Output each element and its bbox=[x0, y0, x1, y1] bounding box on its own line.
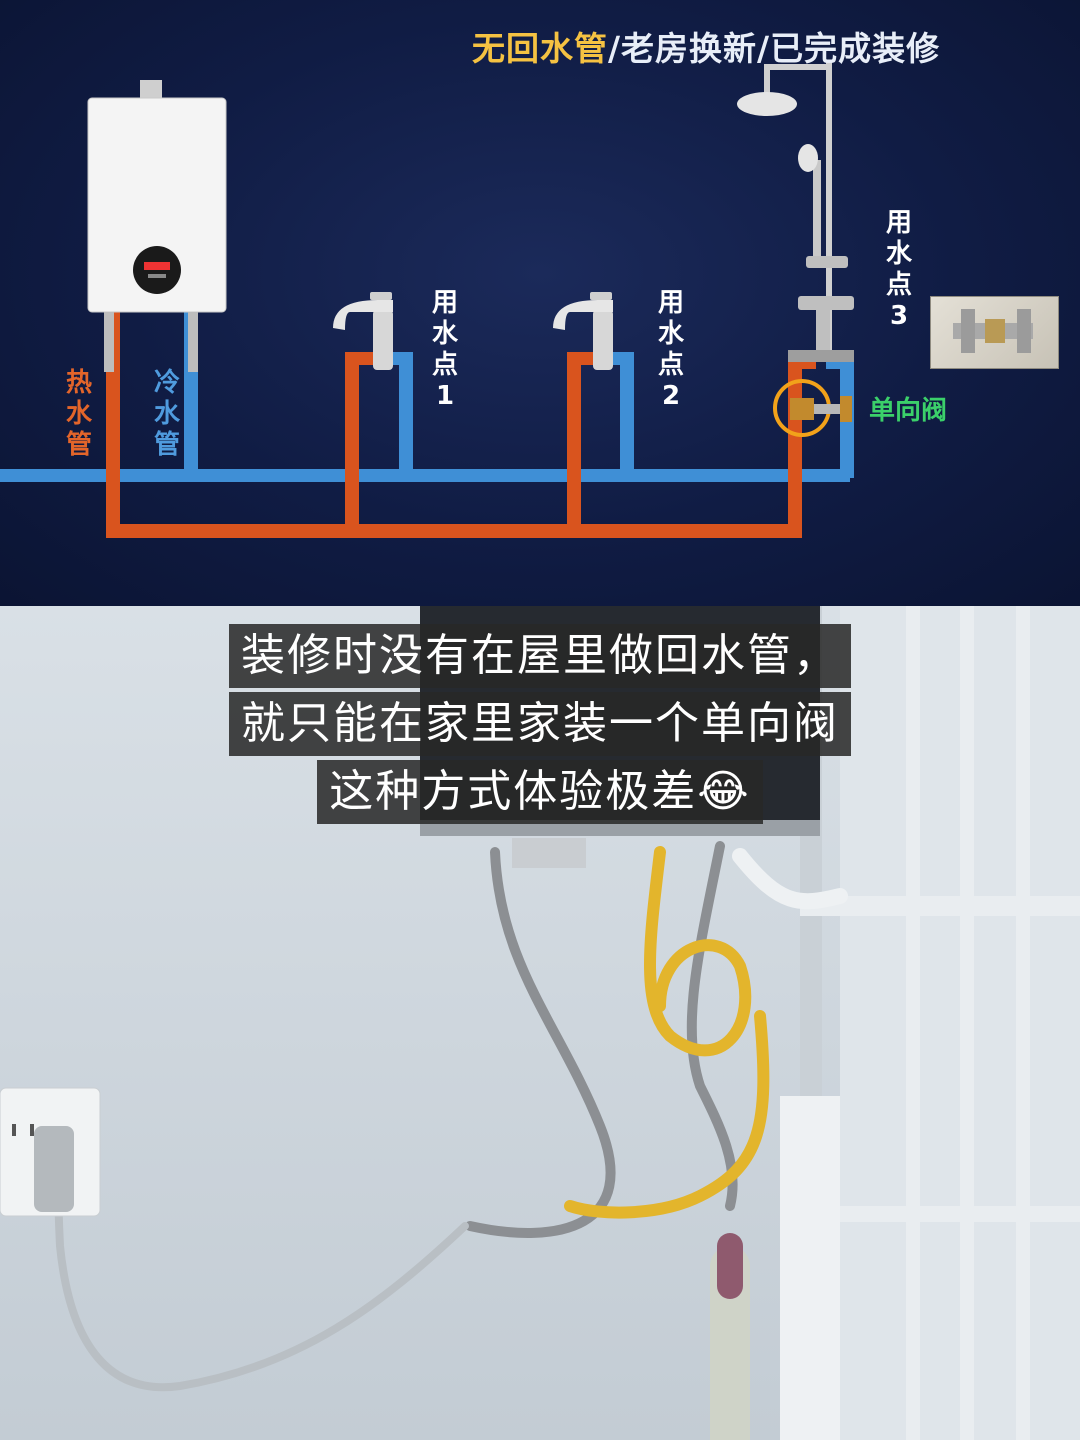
shower-icon bbox=[737, 60, 854, 362]
caption-line-2: 就只能在家里家装一个单向阀 bbox=[0, 692, 1080, 756]
hot-pipe-label: 热水管 bbox=[65, 368, 92, 460]
caption-line-3: 这种方式体验极差😂 bbox=[0, 760, 1080, 824]
water-point-1-label: 用水点1 bbox=[431, 288, 458, 411]
water-heater bbox=[87, 80, 227, 372]
hoses bbox=[54, 841, 848, 1440]
water-point-3-label: 用水点3 bbox=[885, 208, 912, 331]
subtitle-rest: /老房换新/已完成装修 bbox=[608, 29, 941, 68]
faucet-2-icon bbox=[553, 292, 613, 370]
installation-photo-panel: 装修时没有在屋里做回水管， 就只能在家里家装一个单向阀 这种方式体验极差😂 bbox=[0, 606, 1080, 1440]
caption-line-1: 装修时没有在屋里做回水管， bbox=[0, 624, 1080, 688]
wall-column bbox=[780, 1096, 840, 1440]
caption-line-3-text: 这种方式体验极差😂 bbox=[317, 760, 763, 824]
pipe-diagram-canvas bbox=[0, 60, 854, 538]
wall-socket bbox=[0, 1087, 101, 1217]
cold-pipe-label: 冷水管 bbox=[153, 368, 180, 460]
caption-line-1-text: 装修时没有在屋里做回水管， bbox=[229, 624, 851, 688]
cold-water-pipe bbox=[0, 312, 854, 482]
check-valve-photo-thumbnail bbox=[930, 296, 1059, 369]
water-point-2-label: 用水点2 bbox=[657, 288, 684, 411]
faucet-1-icon bbox=[333, 292, 393, 370]
subtitle-highlight: 无回水管 bbox=[472, 29, 608, 68]
valve-thumbnail-icon bbox=[953, 309, 1033, 353]
window-grille bbox=[800, 606, 1080, 1440]
diagram-subtitle: 无回水管/老房换新/已完成装修 bbox=[472, 22, 940, 70]
check-valve-label: 单向阀 bbox=[869, 396, 948, 426]
caption-line-2-text: 就只能在家里家装一个单向阀 bbox=[229, 692, 851, 756]
check-valve-icon bbox=[773, 379, 852, 437]
pipe-diagram-panel: 无回水管/老房换新/已完成装修 热水管 冷水管 用水点1 用水点2 用水点3 单… bbox=[0, 0, 1080, 606]
hot-water-pipe bbox=[106, 312, 816, 538]
